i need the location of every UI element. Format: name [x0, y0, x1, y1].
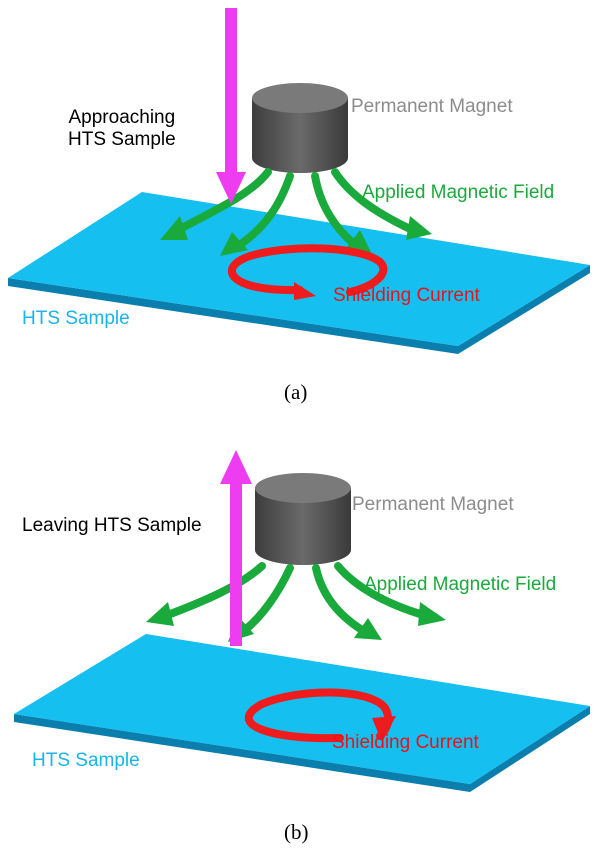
arrow-down-icon — [216, 8, 246, 204]
sample-label: HTS Sample — [32, 750, 140, 771]
diagram-b — [14, 450, 590, 792]
caption-b: (b) — [284, 820, 309, 844]
motion-label: Leaving HTS Sample — [22, 515, 202, 536]
panel-b: Leaving HTS Sample Permanent Magnet Appl… — [0, 426, 595, 852]
magnet-icon — [252, 83, 348, 173]
magnet-label: Permanent Magnet — [351, 96, 513, 117]
caption-a: (a) — [284, 380, 308, 404]
panel-a: Approaching HTS Sample Permanent Magnet … — [8, 8, 590, 404]
shielding-current-arrow — [244, 688, 396, 743]
current-label: Shielding Current — [332, 732, 479, 753]
magnet-icon — [255, 473, 351, 565]
arrow-up-icon — [220, 450, 252, 646]
current-label: Shielding Current — [333, 285, 480, 306]
hts-substrate — [8, 192, 590, 354]
sample-label: HTS Sample — [22, 308, 130, 329]
hts-substrate — [14, 634, 590, 792]
diagram-a — [8, 8, 590, 354]
field-arrows — [161, 562, 424, 634]
shielding-current-arrow — [227, 244, 388, 300]
field-arrows — [174, 168, 412, 250]
magnet-label: Permanent Magnet — [352, 494, 514, 515]
motion-label: Approaching HTS Sample — [68, 107, 176, 150]
field-label: Applied Magnetic Field — [364, 574, 557, 595]
field-label: Applied Magnetic Field — [362, 182, 555, 203]
